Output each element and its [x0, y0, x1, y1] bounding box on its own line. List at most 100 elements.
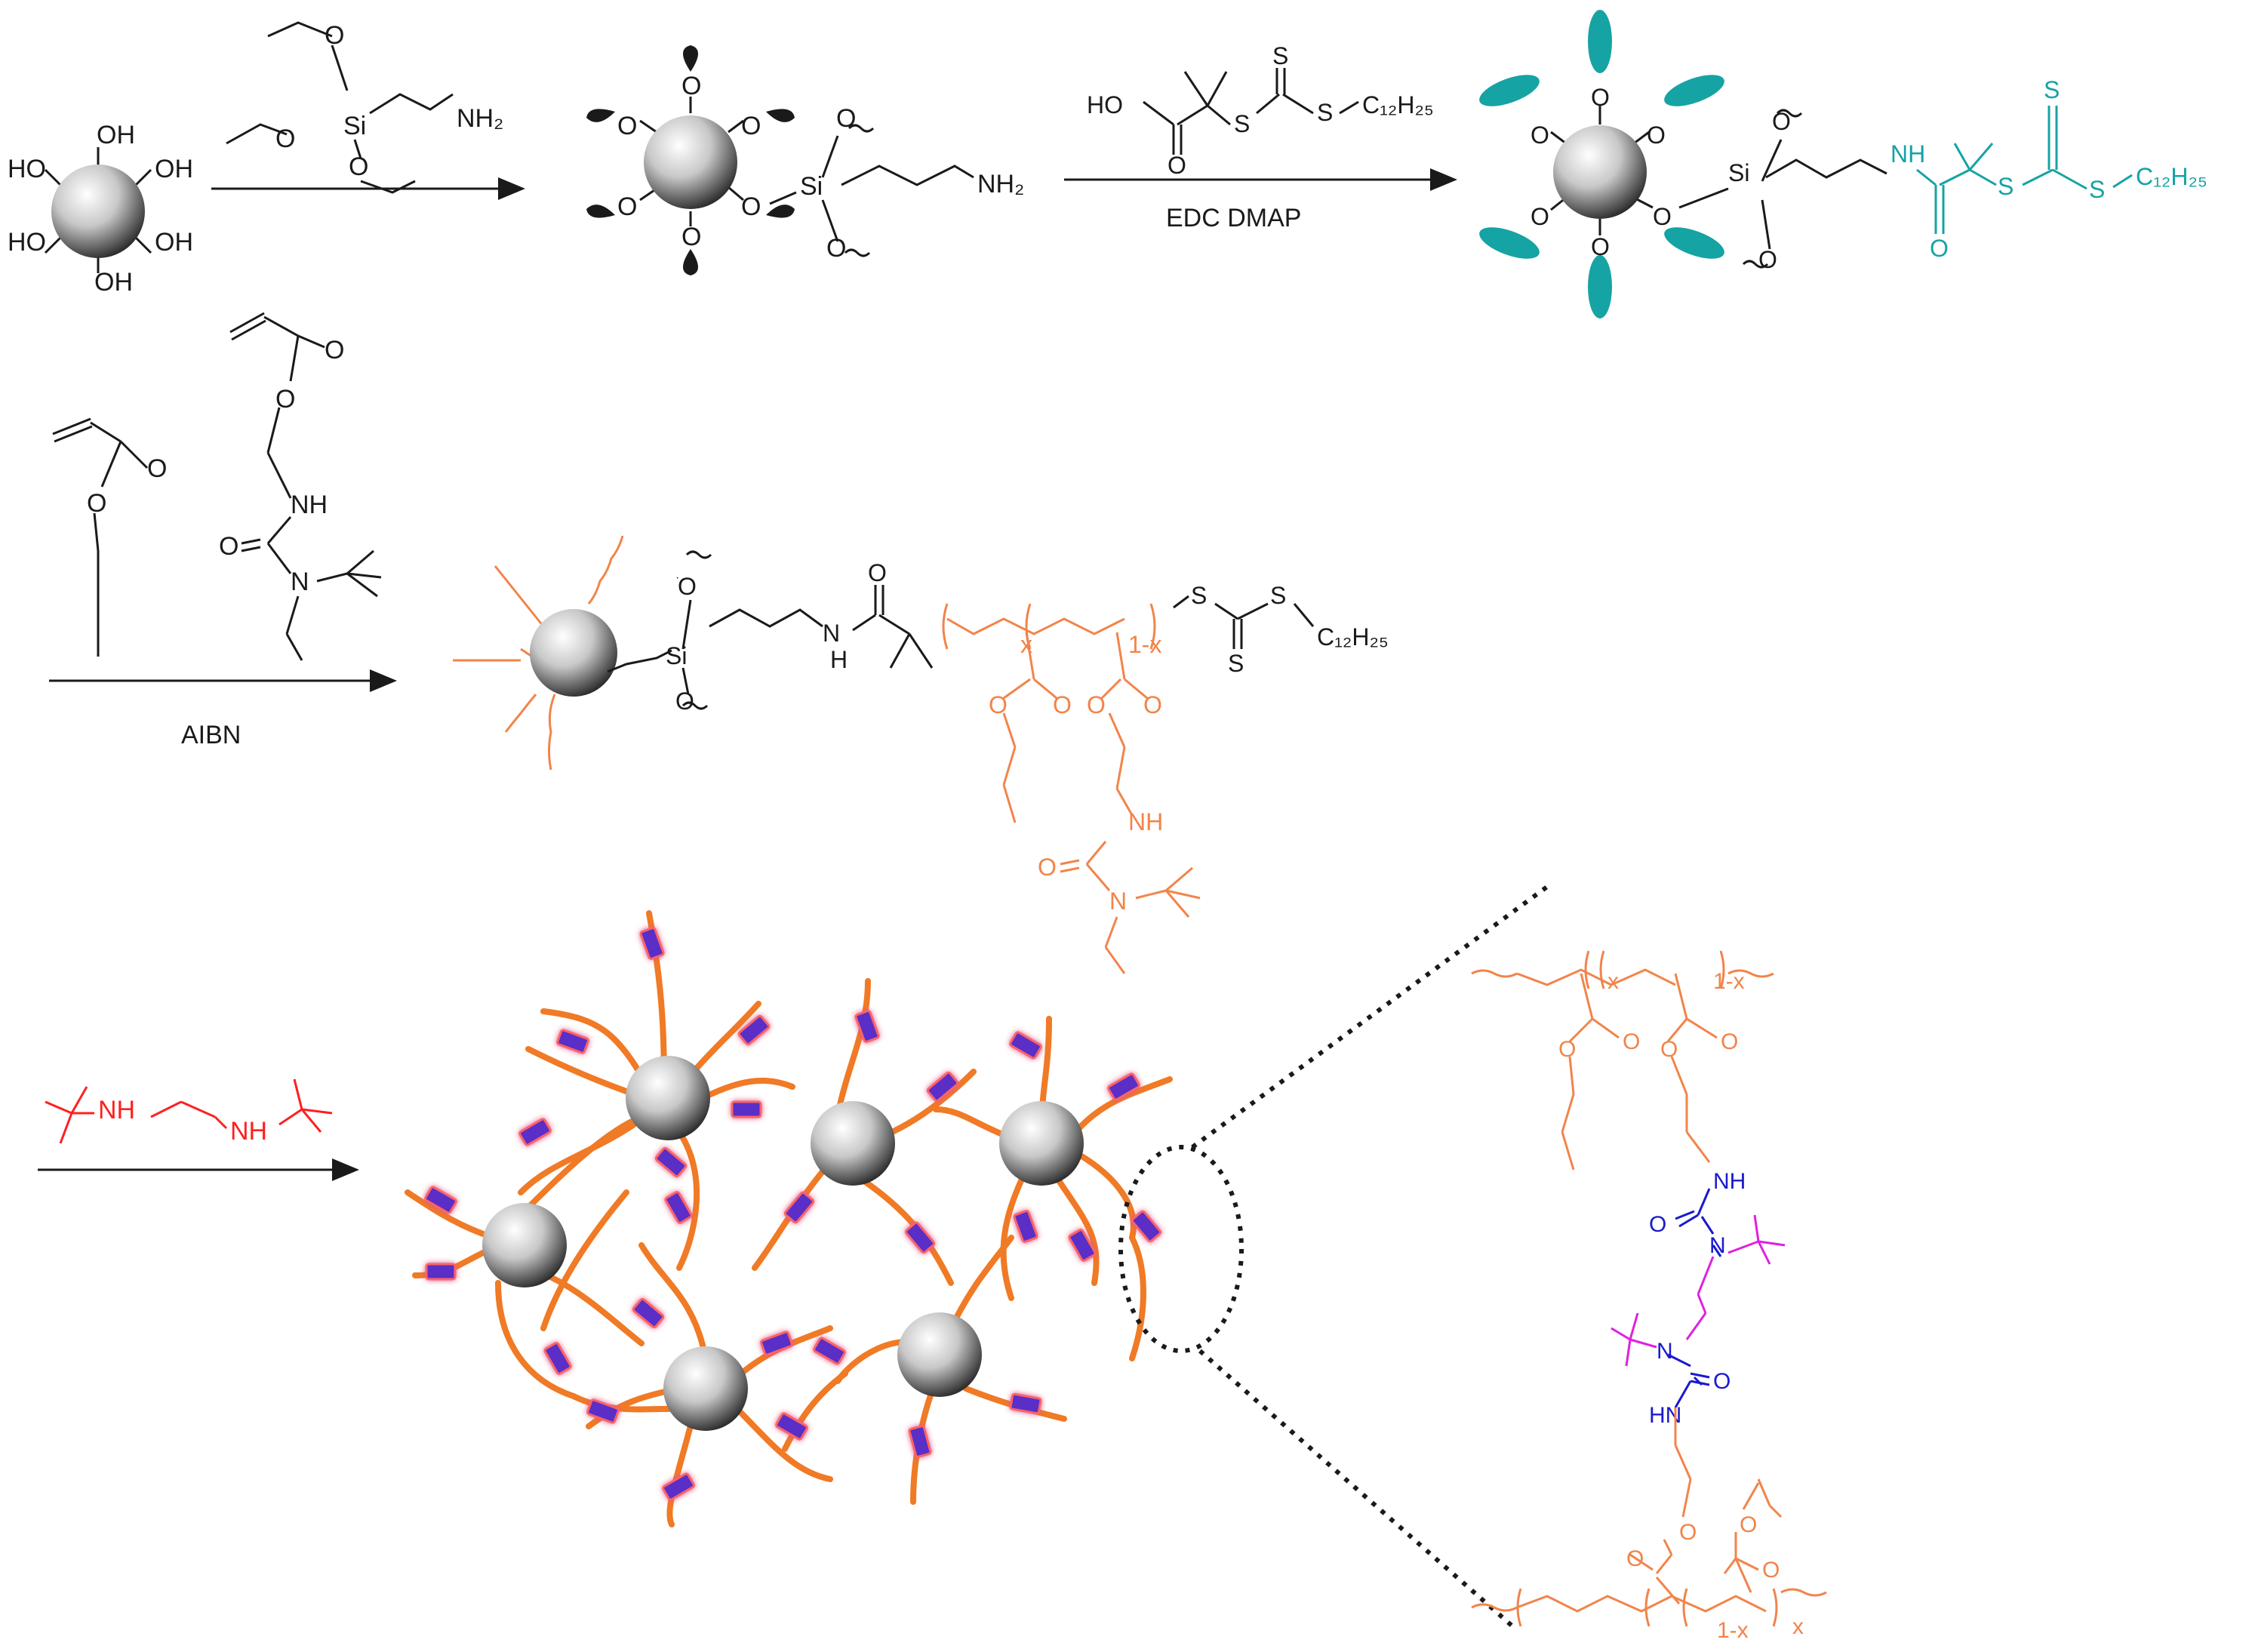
crosslink-marker	[586, 1398, 620, 1424]
crosslink-marker	[731, 1100, 762, 1118]
o-label: O	[1623, 1029, 1640, 1054]
crosslink-marker	[1068, 1229, 1097, 1262]
urea-crosslink-markers	[424, 927, 1162, 1501]
crosslink-marker	[424, 1186, 457, 1214]
network-particle	[626, 1056, 710, 1140]
one-minus-x-label: 1-x	[1128, 631, 1161, 658]
ho-label: HO	[1087, 91, 1123, 118]
radical-dot-label: ·	[675, 571, 679, 584]
o-label: O	[1653, 203, 1672, 230]
o-label: O	[1740, 1512, 1757, 1537]
si-label: Si	[1728, 159, 1749, 186]
s-label: S	[2089, 176, 2105, 203]
oh-label: OH	[97, 121, 135, 149]
aibn-conditions: AIBN	[181, 721, 241, 749]
o-label: O	[1930, 235, 1949, 262]
hn-label: HN	[1649, 1403, 1681, 1428]
one-minus-x-label: 1-x	[1717, 1618, 1749, 1643]
o-label: O	[1531, 122, 1549, 149]
zoom-indicator	[1118, 884, 1549, 1632]
o-label: O	[1758, 246, 1777, 273]
o-label: O	[741, 112, 761, 140]
nh-label: NH	[1128, 808, 1163, 835]
n-label: N	[1709, 1233, 1726, 1258]
crosslink-marker	[662, 1472, 695, 1501]
o-label: O	[681, 223, 701, 251]
o-label: O	[1660, 1037, 1678, 1062]
nh-label: NH	[291, 491, 328, 519]
o-label: O	[325, 21, 344, 50]
crosslink-marker	[783, 1191, 815, 1224]
nh2-label: NH₂	[457, 104, 503, 133]
o-label: O	[325, 336, 344, 365]
h-label: H	[830, 646, 848, 673]
cta-blobs	[1479, 10, 1724, 318]
network-particle	[482, 1203, 567, 1287]
o-label: O	[1591, 84, 1610, 111]
o-label: O	[681, 72, 701, 100]
butyl-acrylate-monomer	[52, 417, 149, 657]
nh-label: NH	[1891, 140, 1925, 168]
o-label: O	[826, 234, 846, 263]
network-particle	[663, 1346, 748, 1431]
n-label: N	[291, 568, 309, 596]
s-label: S	[2044, 76, 2060, 103]
s-label: S	[1191, 582, 1207, 609]
o-label: O	[275, 125, 295, 153]
crosslink-marker	[1009, 1031, 1042, 1060]
o-label: O	[1721, 1029, 1738, 1054]
o-label: O	[1626, 1546, 1644, 1571]
crosslink-marker	[737, 1014, 771, 1046]
edc-dmap-conditions: EDC DMAP	[1166, 204, 1301, 232]
o-label: O	[1647, 122, 1666, 149]
s-label: S	[1272, 42, 1288, 69]
silica-sphere-2	[644, 115, 737, 209]
c12h25-label: C₁₂H₂₅	[2136, 163, 2207, 190]
oh-label: OH	[94, 268, 133, 297]
s-label: S	[1317, 99, 1333, 126]
oh-label: HO	[8, 155, 46, 183]
crosslink-marker	[425, 1263, 457, 1281]
network-particle	[811, 1101, 895, 1186]
s-label: S	[1270, 582, 1286, 609]
o-label: O	[989, 691, 1008, 718]
crosslink-marker	[639, 927, 665, 960]
si-label: Si	[800, 172, 823, 201]
o-label: O	[1053, 691, 1072, 718]
o-label: O	[741, 192, 761, 221]
crosslink-marker	[1009, 1392, 1042, 1415]
x-label: x	[1792, 1614, 1804, 1639]
o-label: O	[1531, 203, 1549, 230]
n-label: N	[1657, 1339, 1673, 1364]
polymer-grafted-particle: · O Si O N H O	[453, 535, 1389, 974]
silica-sphere-3	[1553, 125, 1647, 219]
capping-blobs	[586, 45, 795, 275]
o-label: O	[868, 559, 887, 586]
o-label: O	[617, 112, 637, 140]
o-label: O	[1168, 152, 1186, 179]
o-label: O	[349, 152, 368, 181]
nh-label: NH	[1713, 1169, 1746, 1194]
aptes-labels: O Si O O NH₂	[275, 21, 503, 181]
amine-silica-particle: O O O O O O Si O O NH₂	[586, 45, 1024, 275]
s-label: S	[1998, 173, 2014, 200]
o-label: O	[678, 573, 697, 600]
crosslinked-network	[405, 910, 1173, 1527]
crosslink-marker	[908, 1425, 932, 1458]
o-label: O	[1713, 1369, 1731, 1394]
crosslink-marker	[813, 1337, 846, 1365]
crosslink-marker	[775, 1412, 808, 1441]
crosslink-marker	[904, 1221, 936, 1254]
crosslink-marker	[854, 1010, 880, 1043]
o-label: O	[1679, 1520, 1697, 1545]
hydroxyl-labels: OH HO OH HO OH OH	[8, 121, 193, 297]
o-label: O	[147, 454, 167, 483]
hindered-diamine-crosslinker	[45, 1078, 333, 1144]
oh-label: OH	[155, 155, 193, 183]
crosslink-marker	[664, 1191, 693, 1224]
o-label: O	[675, 688, 694, 715]
o-label: O	[1772, 108, 1791, 135]
o-label: O	[1087, 691, 1106, 718]
o-label: O	[1038, 854, 1057, 881]
